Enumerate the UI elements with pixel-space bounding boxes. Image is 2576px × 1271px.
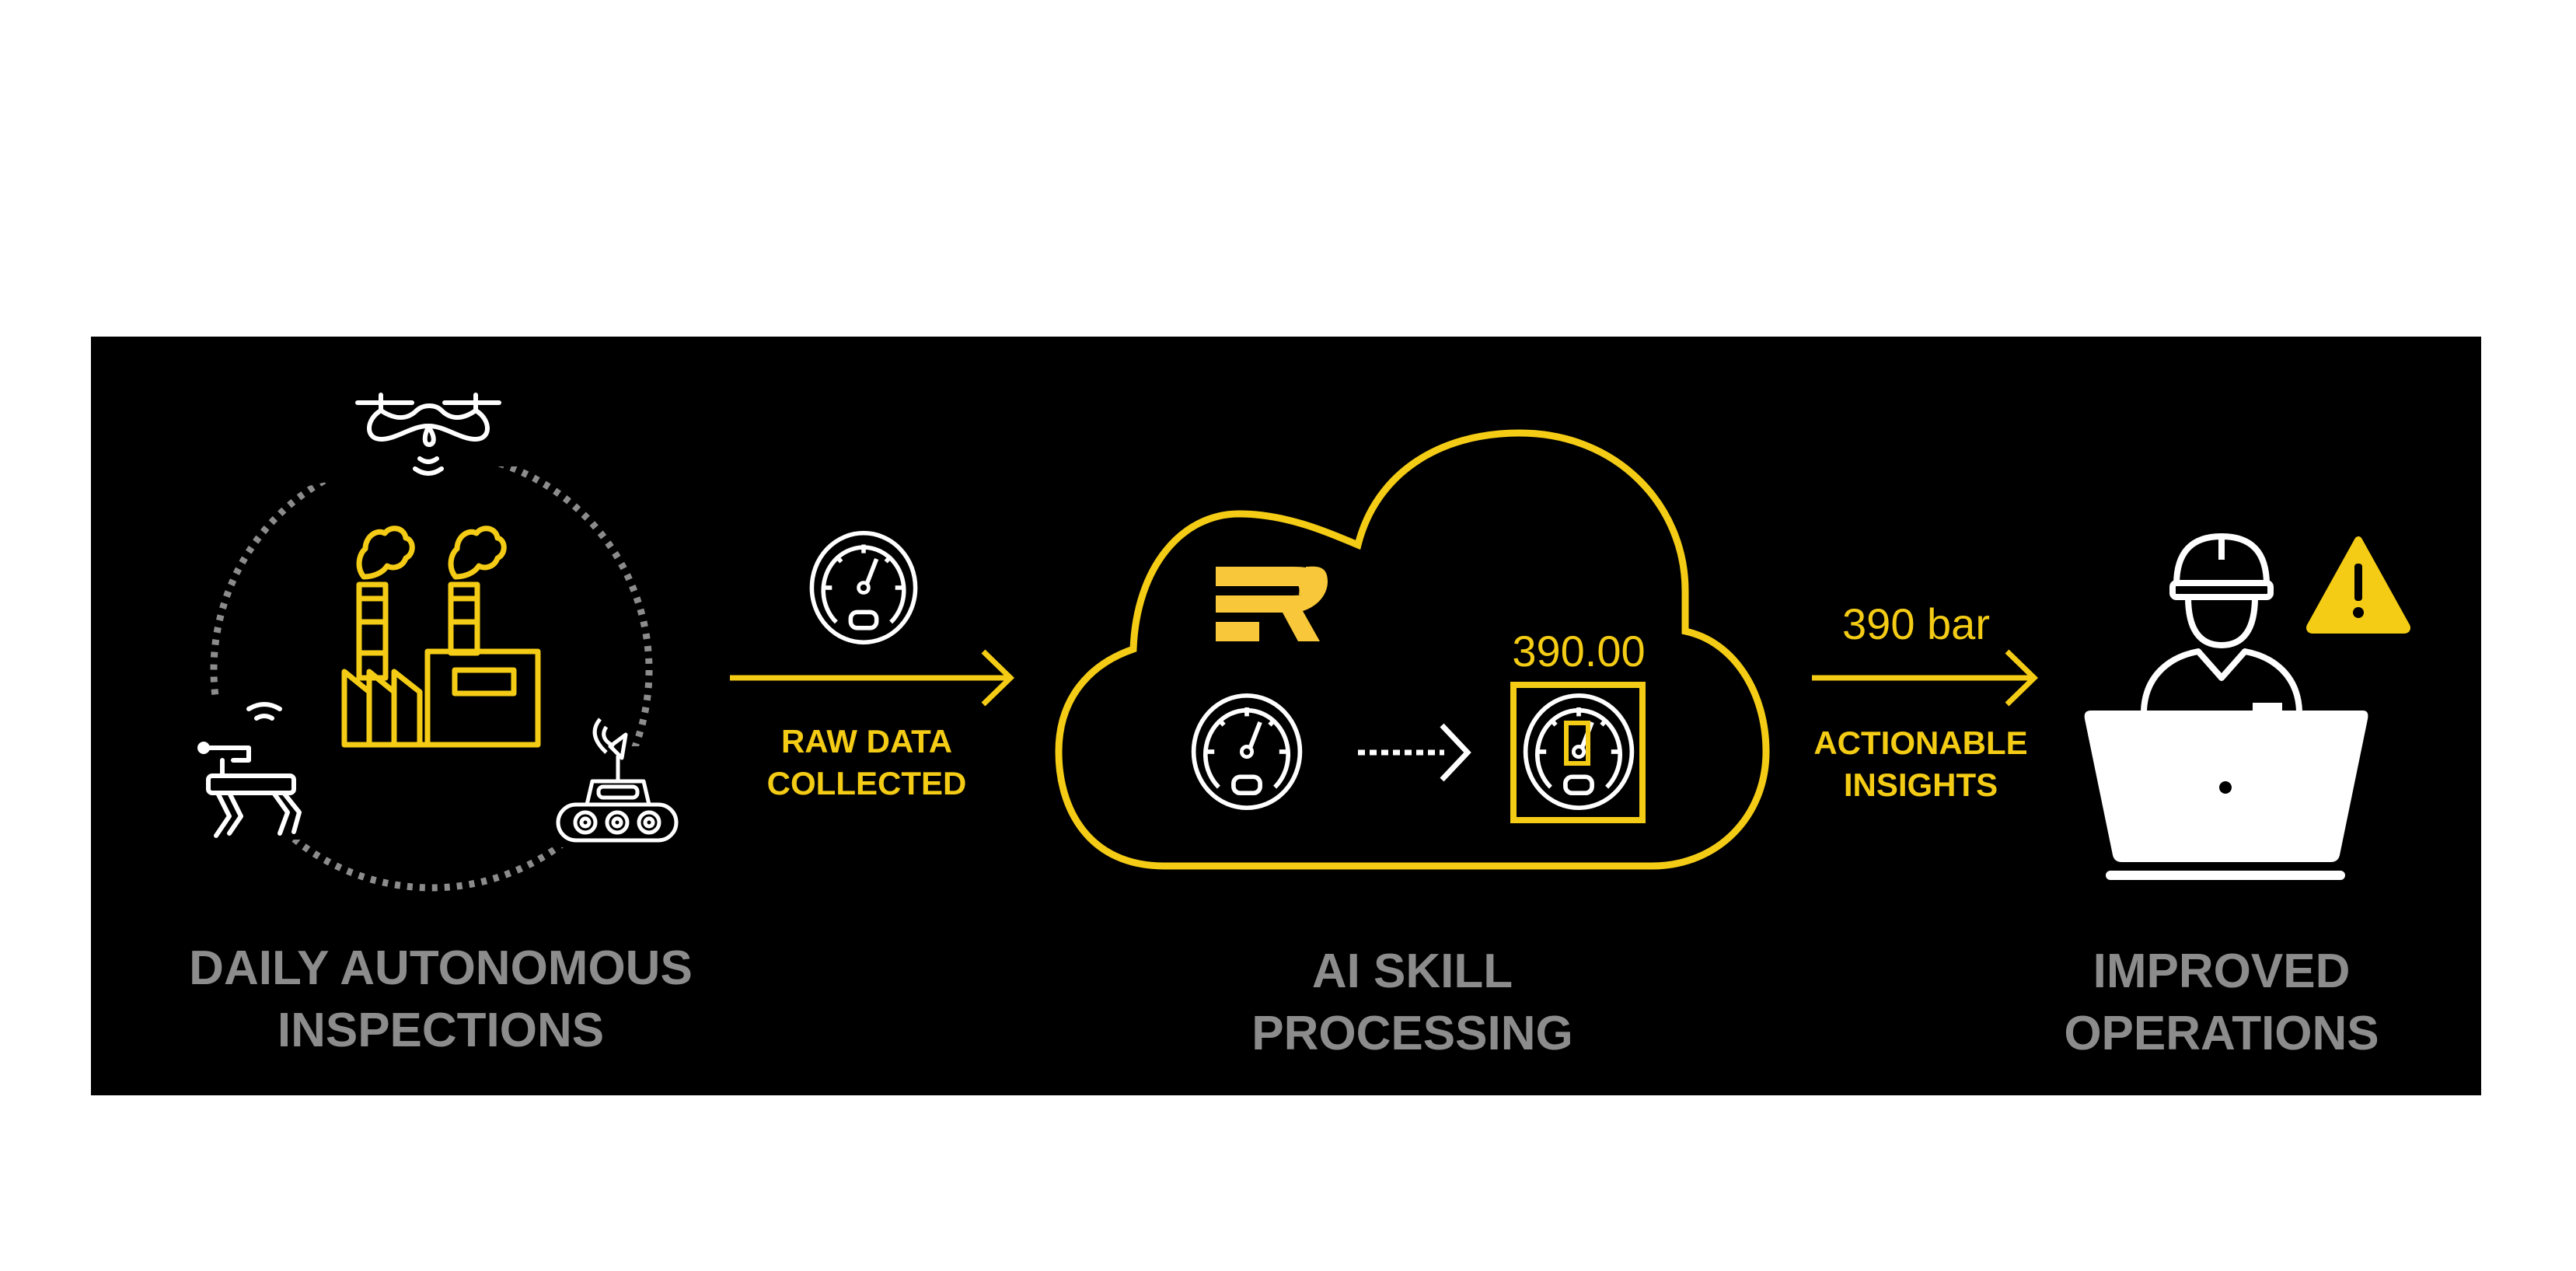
worker-icon [2141,533,2302,711]
insights-arrow [1812,649,2039,707]
insights-label-line1: ACTIONABLE [1813,725,2027,761]
stage-label-processing-line1: AI SKILL [1312,945,1513,998]
warning-icon [2306,536,2410,634]
insights-label-line2: INSIGHTS [1844,766,1998,803]
tracked-robot-icon [556,718,679,843]
stage-label-operations-line1: IMPROVED [2093,945,2351,998]
stage-label-processing-line2: PROCESSING [1251,1007,1572,1060]
processing-arrow [1358,723,1471,782]
raw-data-arrow [730,649,1015,707]
raw-data-label-line2: COLLECTED [767,765,967,801]
needle-detection-box [1564,721,1590,766]
detection-box [1510,682,1646,823]
stage-label-inspections-line1: DAILY AUTONOMOUS [189,941,693,995]
drone-icon [355,393,501,476]
insight-value: 390 bar [1842,599,1990,648]
factory-icon [341,526,541,748]
reading-value: 390.00 [1512,627,1645,676]
robot-dog-icon [197,702,302,838]
laptop-icon [2084,703,2368,880]
raw-data-label-line1: RAW DATA [781,723,952,759]
cloud-icon [1055,429,1770,870]
stage-label-inspections-line2: INSPECTIONS [277,1004,604,1057]
logo-icon [1216,566,1328,641]
stage-label-operations-line2: OPERATIONS [2064,1007,2379,1060]
